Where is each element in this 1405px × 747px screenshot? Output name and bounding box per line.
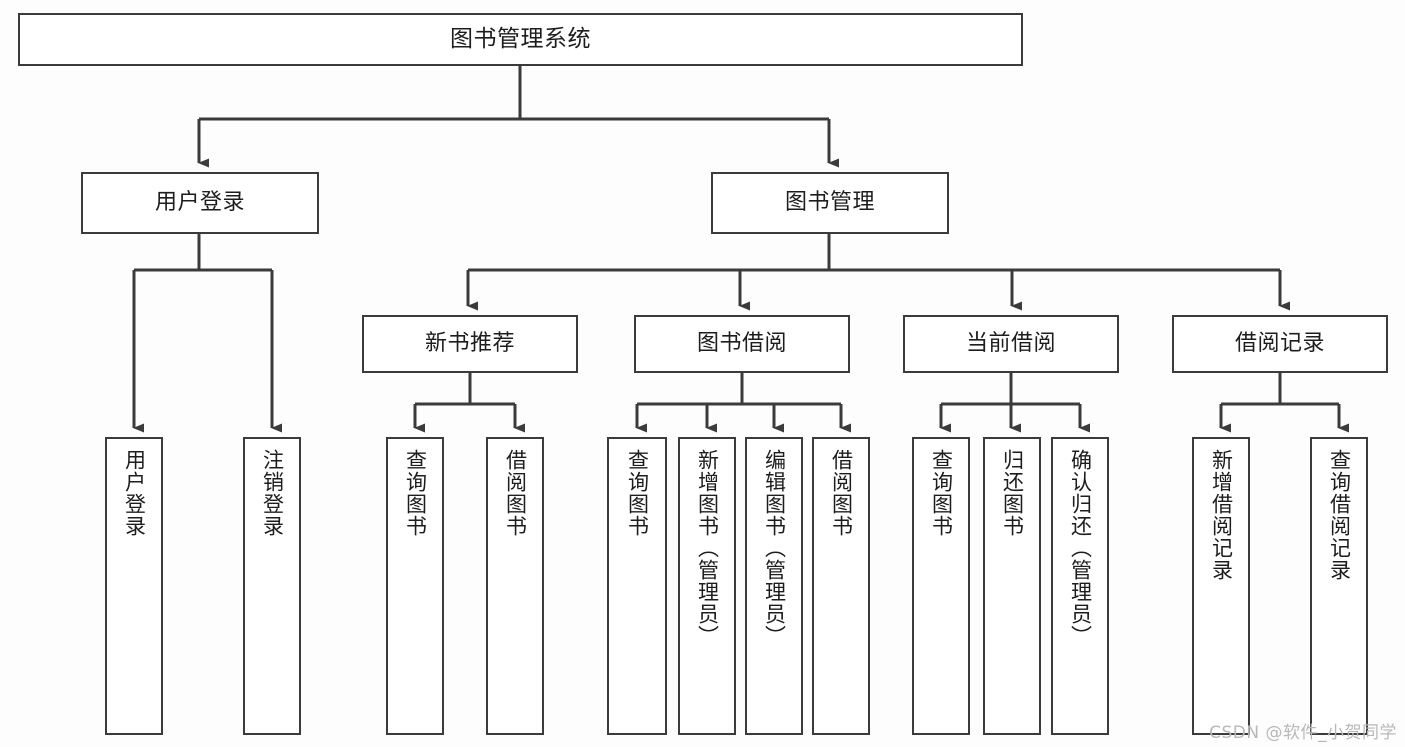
- leaf-edit-book-admin-label: 编辑图书（管理员）: [762, 449, 787, 647]
- node-user-login-label: 用户登录: [154, 190, 245, 216]
- node-borrow-record-label: 借阅记录: [1234, 331, 1325, 357]
- node-book-management[interactable]: 图书管理: [711, 172, 949, 234]
- node-new-book-recommend-label: 新书推荐: [424, 331, 515, 357]
- watermark: CSDN @软件_小贺同学: [1209, 723, 1397, 743]
- leaf-query-borrow-record[interactable]: 查询借阅记录: [1310, 437, 1368, 735]
- leaf-return-book-label: 归还图书: [1000, 449, 1025, 537]
- node-root[interactable]: 图书管理系统: [18, 13, 1023, 66]
- leaf-confirm-return-admin[interactable]: 确认归还（管理员）: [1051, 437, 1109, 735]
- leaf-edit-book-admin[interactable]: 编辑图书（管理员）: [745, 437, 803, 735]
- leaf-query-book-borrow[interactable]: 查询图书: [607, 437, 667, 735]
- leaf-borrow-book[interactable]: 借阅图书: [812, 437, 870, 735]
- leaf-user-login[interactable]: 用户登录: [105, 437, 163, 735]
- leaf-add-borrow-record[interactable]: 新增借阅记录: [1192, 437, 1250, 735]
- leaf-borrow-book-rec[interactable]: 借阅图书: [486, 437, 544, 735]
- leaf-query-book-current-label: 查询图书: [929, 449, 954, 537]
- leaf-query-book-borrow-label: 查询图书: [625, 449, 650, 537]
- node-book-management-label: 图书管理: [784, 190, 875, 216]
- leaf-confirm-return-admin-label: 确认归还（管理员）: [1068, 449, 1093, 647]
- leaf-query-book-rec[interactable]: 查询图书: [386, 437, 444, 735]
- node-current-borrow-label: 当前借阅: [965, 331, 1056, 357]
- node-borrow-record[interactable]: 借阅记录: [1172, 315, 1388, 373]
- leaf-user-logout[interactable]: 注销登录: [243, 437, 301, 735]
- leaf-query-book-rec-label: 查询图书: [403, 449, 428, 537]
- node-new-book-recommend[interactable]: 新书推荐: [362, 315, 578, 373]
- leaf-query-borrow-record-label: 查询借阅记录: [1327, 449, 1352, 581]
- node-root-label: 图书管理系统: [450, 26, 591, 53]
- leaf-add-book-admin[interactable]: 新增图书（管理员）: [678, 437, 736, 735]
- leaf-borrow-book-rec-label: 借阅图书: [503, 449, 528, 537]
- leaf-user-login-label: 用户登录: [122, 449, 147, 537]
- node-book-borrow-label: 图书借阅: [696, 331, 787, 357]
- leaf-add-borrow-record-label: 新增借阅记录: [1209, 449, 1234, 581]
- leaf-query-book-current[interactable]: 查询图书: [912, 437, 970, 735]
- leaf-borrow-book-label: 借阅图书: [829, 449, 854, 537]
- node-book-borrow[interactable]: 图书借阅: [634, 315, 850, 373]
- node-current-borrow[interactable]: 当前借阅: [903, 315, 1119, 373]
- leaf-user-logout-label: 注销登录: [260, 449, 285, 537]
- leaf-add-book-admin-label: 新增图书（管理员）: [695, 449, 720, 647]
- leaf-return-book[interactable]: 归还图书: [983, 437, 1041, 735]
- node-user-login[interactable]: 用户登录: [81, 172, 319, 234]
